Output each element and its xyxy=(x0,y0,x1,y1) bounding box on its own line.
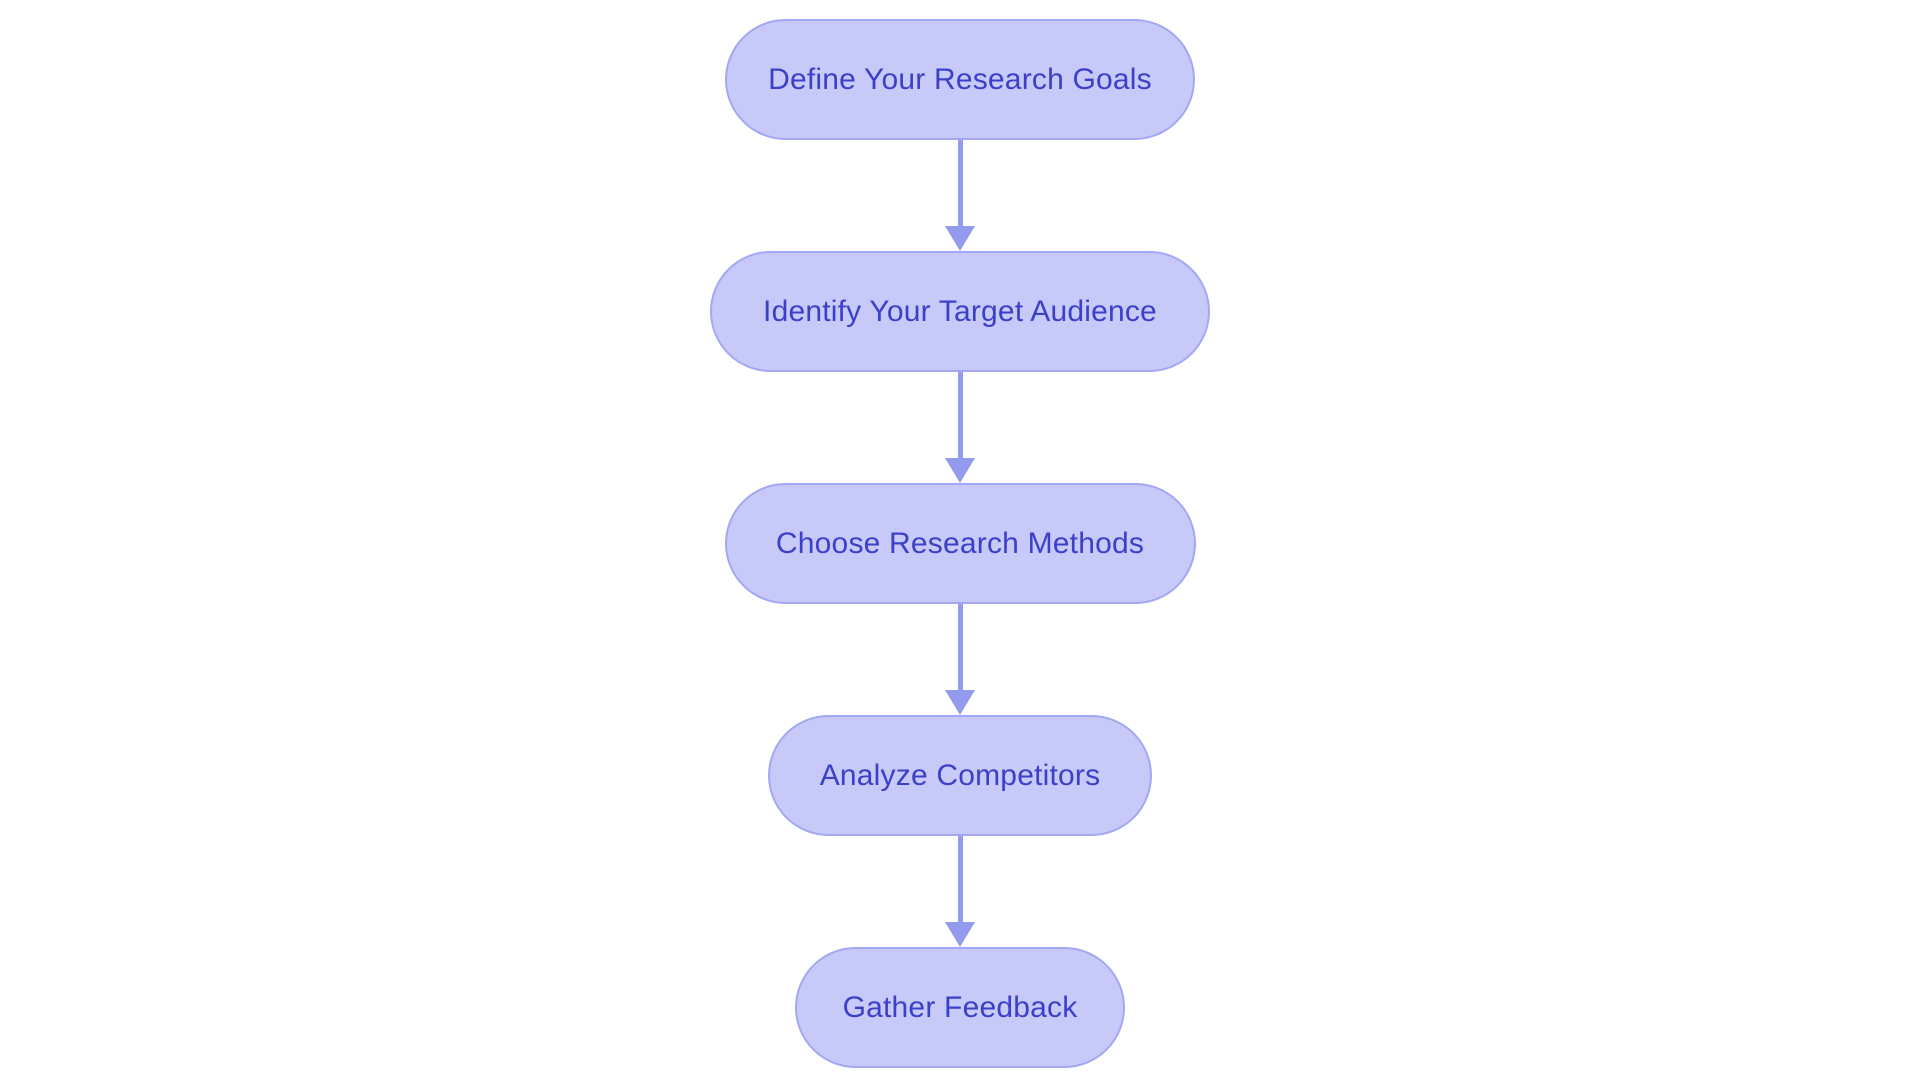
flow-node-identify-target-audience: Identify Your Target Audience xyxy=(710,251,1210,372)
node-label: Gather Feedback xyxy=(842,990,1078,1024)
down-arrow-connector xyxy=(945,372,975,483)
node-label: Analyze Competitors xyxy=(819,758,1101,792)
arrow-line xyxy=(957,836,963,922)
arrow-down-icon xyxy=(945,458,975,483)
node-label: Identify Your Target Audience xyxy=(763,294,1157,328)
down-arrow-connector xyxy=(945,836,975,947)
flow-node-choose-research-methods: Choose Research Methods xyxy=(724,483,1196,604)
arrow-down-icon xyxy=(945,226,975,251)
down-arrow-connector xyxy=(945,604,975,715)
down-arrow-connector xyxy=(945,140,975,251)
arrow-down-icon xyxy=(945,690,975,715)
flow-node-gather-feedback: Gather Feedback xyxy=(795,947,1125,1068)
flow-node-analyze-competitors: Analyze Competitors xyxy=(768,715,1152,836)
arrow-down-icon xyxy=(945,922,975,947)
arrow-line xyxy=(957,604,963,690)
arrow-line xyxy=(957,372,963,458)
flowchart-column: Define Your Research Goals Identify Your… xyxy=(710,19,1210,1068)
flow-node-define-research-goals: Define Your Research Goals xyxy=(725,19,1195,140)
node-label: Choose Research Methods xyxy=(775,526,1145,560)
arrow-line xyxy=(957,140,963,226)
node-label: Define Your Research Goals xyxy=(768,62,1152,96)
